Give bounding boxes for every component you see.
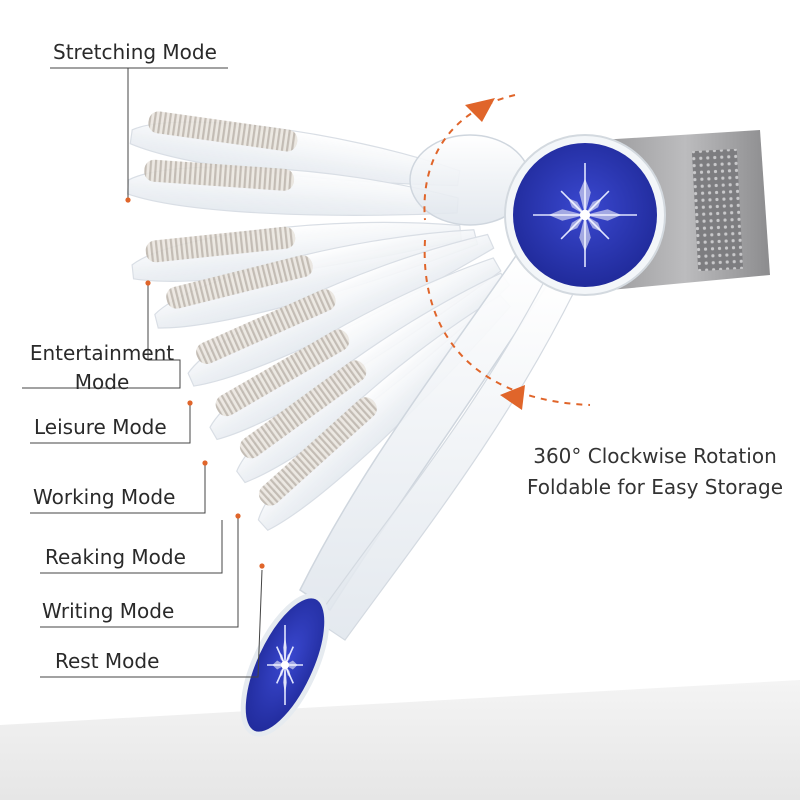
strap-mesh: [691, 148, 744, 272]
leader-dot: [187, 400, 193, 406]
leader-dot: [145, 280, 151, 286]
brush-fan: [126, 111, 512, 532]
leader-line: [40, 569, 263, 678]
leader-dot: [125, 197, 131, 203]
label-reaking-mode: Reaking Mode: [45, 545, 186, 569]
leader-lines: [22, 67, 265, 678]
snowflake-emblem-icon: [533, 163, 637, 267]
caption-storage: Foldable for Easy Storage: [526, 475, 784, 499]
label-working-mode: Working Mode: [33, 485, 176, 509]
label-rest-mode: Rest Mode: [55, 649, 160, 673]
rotation-arc-bottom: [423, 239, 591, 406]
label-entertainment-mode: Entertainment Mode: [29, 341, 175, 394]
leader-dot: [202, 460, 208, 466]
label-writing-mode: Writing Mode: [42, 599, 175, 623]
leader-line: [40, 520, 223, 574]
table-surface: [0, 680, 800, 800]
rotation-arrow-bottom-icon: [500, 385, 525, 410]
label-stretching-mode: Stretching Mode: [53, 40, 217, 64]
brush-ghost: [187, 233, 495, 387]
leader-dot: [259, 563, 265, 569]
rotation-arrow-top-icon: [465, 98, 495, 122]
caption-rotation: 360° Clockwise Rotation: [533, 444, 777, 468]
leader-line: [40, 518, 239, 628]
leader-line: [30, 405, 191, 444]
brush-ghost: [126, 159, 459, 216]
rotation-arc-top: [423, 94, 516, 221]
leader-dot: [235, 513, 241, 519]
leader-line: [30, 465, 206, 514]
label-leisure-mode: Leisure Mode: [34, 415, 167, 439]
leader-line: [22, 285, 181, 389]
snowflake-emblem-small-icon: [267, 625, 303, 705]
